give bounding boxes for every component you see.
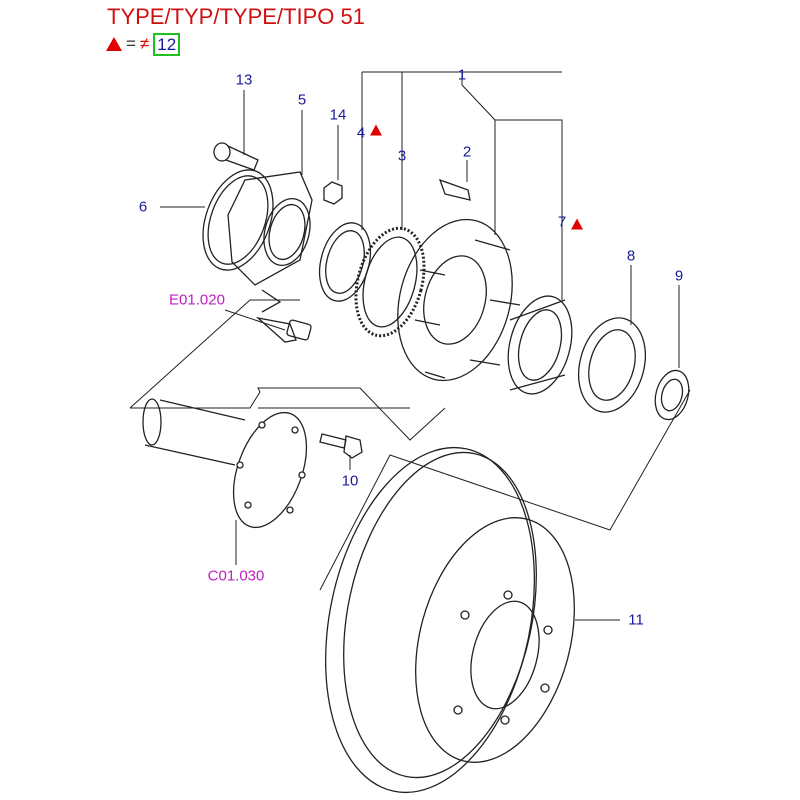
bearing-7 [507,295,573,395]
hub-1 [397,178,521,382]
brake-drum-11 [324,446,575,794]
callout-10[interactable]: 10 [341,472,359,490]
callout-11[interactable]: 11 [628,611,644,629]
callout-4[interactable]: 4 [356,124,366,142]
legend-not-equal: ≠ [139,34,150,53]
bolt-10 [319,433,363,459]
nut-14 [323,181,343,205]
red-triangle-icon [571,218,583,230]
callout-5[interactable]: 5 [297,91,307,109]
axle-shaft [142,398,308,529]
legend: = ≠ 12 [106,32,181,56]
red-triangle-icon [106,37,122,51]
callout-9[interactable]: 9 [674,267,684,285]
seal-8 [578,317,646,413]
seal-4 [318,222,372,302]
leader-lines [129,71,691,621]
callout-3[interactable]: 3 [397,147,407,165]
legend-equals: = [126,34,136,53]
callout-6[interactable]: 6 [138,198,148,216]
callout-14[interactable]: 14 [329,106,347,124]
red-triangle-icon [370,124,382,136]
callout-2[interactable]: 2 [462,143,472,161]
diagram-title: TYPE/TYP/TYPE/TIPO 51 [107,4,365,29]
bolt-13 [213,142,259,171]
reference-axle[interactable]: C01.030 [207,567,265,585]
reference-sensor[interactable]: E01.020 [169,291,225,309]
locknut-9 [654,369,690,421]
callout-13[interactable]: 13 [235,71,253,89]
callout-8[interactable]: 8 [626,247,636,265]
callout-7[interactable]: 7 [557,213,567,231]
abs-ring-3 [354,226,426,338]
abs-sensor [255,289,312,343]
bracket-5 [202,169,313,286]
legend-reference-box[interactable]: 12 [153,32,181,56]
callout-1[interactable]: 1 [457,66,467,84]
